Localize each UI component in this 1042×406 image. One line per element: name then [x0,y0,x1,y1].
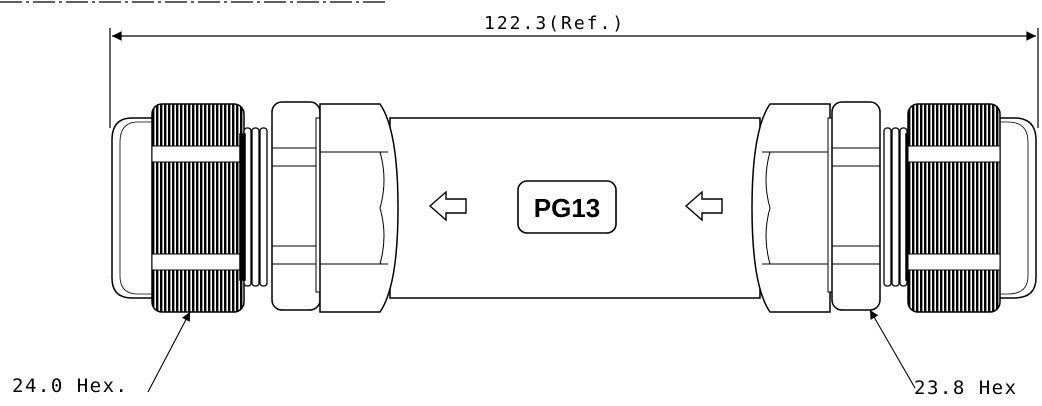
right-hex-section [751,103,831,313]
left-thread-rings [243,127,268,287]
left-dome-inner [119,121,165,295]
flow-arrow-right [684,190,723,222]
right-hex-leader [869,309,916,389]
right-knurled-nut [907,103,1001,313]
left-hex-lock [271,101,321,311]
right-dome-inner [980,121,1029,295]
left-hex-leader [147,311,191,393]
overall-dimension [109,28,1039,128]
right-nut-band-bottom [907,253,1001,271]
left-hex-callout: 24.0 Hex. [12,375,128,397]
overall-length-label: 122.3(Ref.) [484,13,625,34]
left-knurled-nut [151,103,245,313]
left-nut-band-top [151,145,245,163]
right-hex-lock [831,101,881,311]
central-body [319,103,831,313]
left-hex-section [319,103,399,313]
flow-arrow-left [428,190,467,222]
pg-label: PG13 [534,193,601,223]
pg-label-box [517,180,617,234]
right-thread-rings [883,127,908,287]
left-nut-band-bottom [151,253,245,271]
left-seal-washer [239,133,246,281]
right-nut-band-top [907,145,1001,163]
right-cable-gland [827,101,1037,313]
left-cable-gland [111,101,323,313]
right-hex-callout: 23.8 Hex [914,377,1018,399]
